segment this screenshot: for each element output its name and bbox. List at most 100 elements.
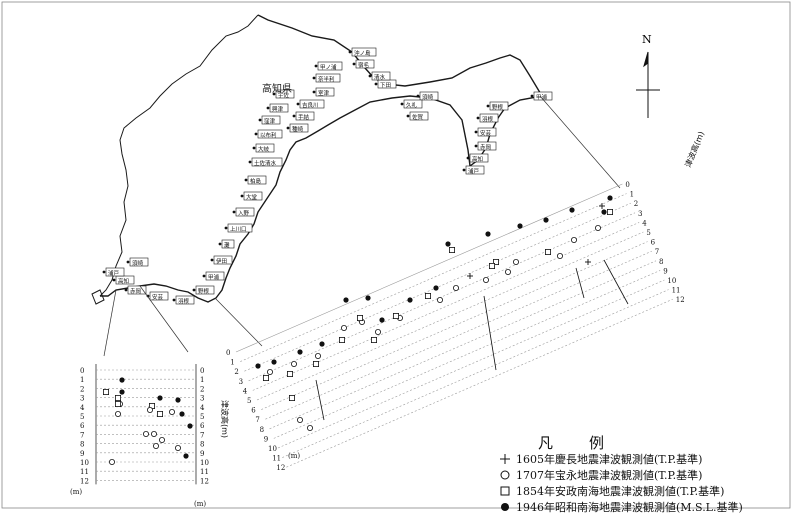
station-dot: [400, 102, 404, 106]
station-dot: [146, 294, 150, 298]
place-label-box: [175, 295, 195, 305]
place-label: 清水: [374, 73, 386, 81]
place-label: 以布利: [260, 131, 277, 139]
tick-label: 6: [651, 239, 656, 247]
grid-line: [269, 260, 657, 430]
tick-label: 5: [247, 397, 251, 405]
tick-label: 1: [230, 359, 234, 367]
station-dot: [348, 50, 352, 54]
station-dot: [192, 288, 196, 292]
place-label-box: [247, 175, 267, 185]
place-label: 安芸: [480, 129, 492, 137]
small-axis-unit: (m): [70, 488, 82, 496]
station-dot: [368, 74, 372, 78]
station-dot: [218, 242, 222, 246]
north-label: N: [642, 33, 652, 46]
point-1946: [175, 397, 181, 403]
place-label-box: [351, 47, 377, 57]
place-label-box: [127, 285, 147, 295]
point-1707: [314, 352, 321, 359]
place-label: 久礼: [406, 101, 418, 109]
legend-label: 1854年安政南海地震津波観測値(T.P.基準): [516, 485, 725, 498]
place-label-box: [479, 113, 499, 123]
place-label: 赤岡: [480, 143, 492, 151]
place-label-box: [465, 165, 485, 175]
place-label-box: [409, 111, 429, 121]
station-dot: [462, 168, 466, 172]
cross-icon: [498, 454, 512, 464]
tick-label: 10: [268, 445, 277, 453]
tick-label: 11: [80, 468, 89, 476]
point-1946: [183, 453, 189, 459]
place-label: 土佐清水: [254, 159, 277, 167]
point-1946: [297, 349, 303, 355]
place-label: 柏島: [250, 177, 262, 185]
point-1946: [445, 241, 451, 247]
place-label: 高知: [472, 155, 483, 163]
grid-line: [240, 193, 627, 362]
station-dot: [254, 132, 258, 136]
legend-item-1707: 1707年宝永地震津波観測値(T.P.基準): [498, 468, 702, 482]
tick-label: 4: [200, 404, 205, 412]
point-1707: [595, 224, 602, 231]
tick-label: 5: [646, 229, 650, 237]
place-label: 甲ノ浦: [320, 63, 337, 71]
tick-label: 4: [80, 404, 85, 412]
point-1946: [517, 223, 523, 229]
place-label: 野根: [198, 287, 210, 295]
place-label-box: [295, 111, 315, 121]
station-dot: [474, 144, 478, 148]
place-label: 上川口: [230, 225, 247, 233]
place-label-box: [315, 87, 335, 97]
point-1707: [109, 458, 116, 465]
place-label-box: [205, 271, 225, 281]
place-label-box: [533, 91, 553, 101]
place-label: 伊田: [216, 257, 227, 265]
point-1854: [262, 374, 269, 381]
range-bar: [603, 259, 629, 305]
open-square-icon: [498, 486, 512, 496]
legend-item-1854: 1854年安政南海地震津波観測値(T.P.基準): [498, 484, 724, 498]
tick-label: 7: [255, 416, 259, 424]
place-label-box: [419, 91, 439, 101]
point-1707: [142, 430, 149, 437]
point-1946: [319, 341, 325, 347]
grid-line: [248, 212, 636, 382]
point-1854: [424, 292, 431, 299]
tick-label: 12: [80, 477, 89, 485]
tick-label: 7: [200, 431, 204, 439]
tick-label: 0: [200, 367, 204, 375]
grid-line: [282, 289, 669, 458]
point-1854: [448, 246, 455, 253]
range-bar: [483, 295, 497, 371]
place-label-box: [269, 103, 289, 113]
point-1854: [488, 262, 495, 269]
station-dot: [248, 160, 252, 164]
open-circle-icon: [498, 470, 512, 480]
point-1946: [179, 411, 185, 417]
place-label: 宇佐: [278, 91, 290, 99]
station-dot: [172, 298, 176, 302]
point-1707: [158, 436, 165, 443]
place-label: 種崎: [292, 125, 304, 133]
point-1946: [433, 285, 439, 291]
place-label: 須崎: [132, 259, 144, 267]
tick-label: 4: [642, 219, 647, 227]
place-label-box: [221, 239, 235, 249]
point-1707: [115, 410, 122, 417]
place-label-box: [115, 275, 135, 285]
grid-line: [277, 279, 665, 449]
point-1946: [569, 207, 575, 213]
station-dot: [296, 102, 300, 106]
tick-label: 6: [200, 422, 205, 430]
coastline: [100, 14, 544, 303]
station-dot: [286, 126, 290, 130]
tick-label: 10: [200, 459, 209, 467]
tick-label: 0: [80, 367, 84, 375]
tick-label: 3: [80, 395, 84, 403]
place-label-box: [105, 267, 125, 277]
point-1854: [392, 312, 399, 319]
place-label-box: [235, 207, 255, 217]
place-label: 入野: [238, 209, 250, 217]
